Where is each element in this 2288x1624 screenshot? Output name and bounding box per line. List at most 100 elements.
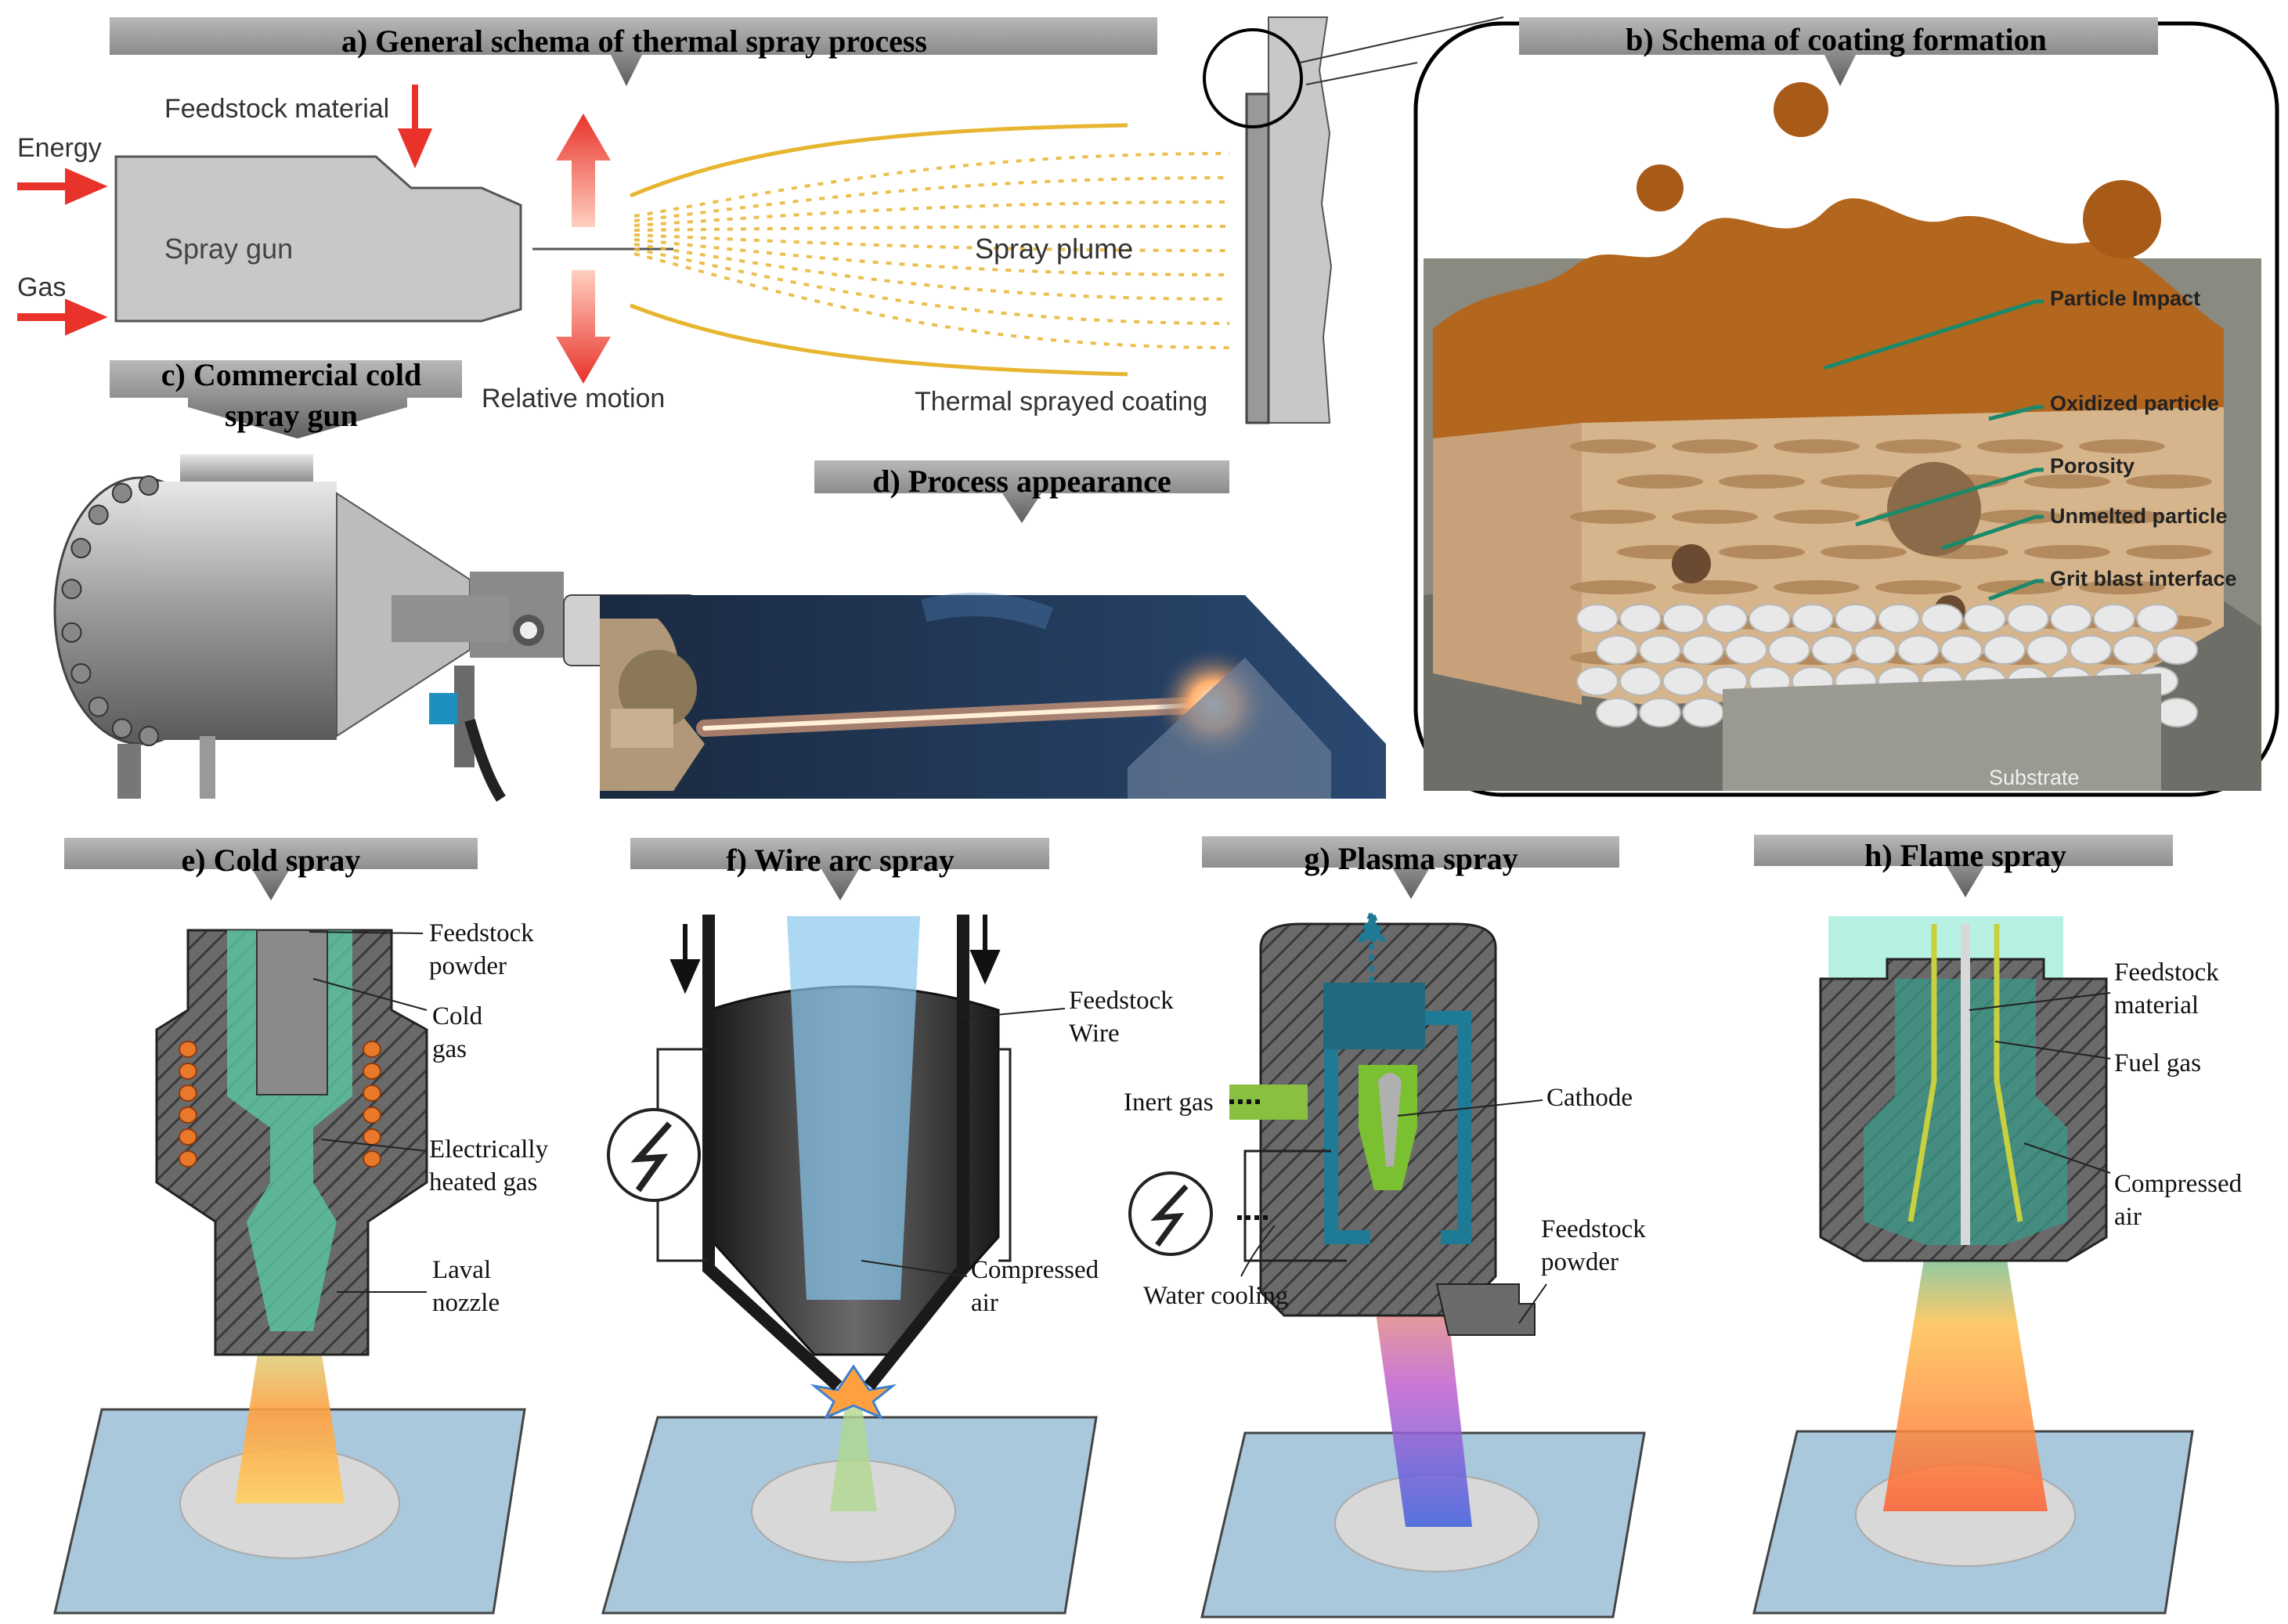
panel-c: c) Commercial cold spray gun	[53, 357, 698, 802]
panel-d-title: d) Process appearance	[872, 464, 1171, 499]
process-appearance-photo	[600, 593, 1386, 799]
heated-gas-label-1: Electrically	[429, 1135, 549, 1164]
water-cooling-label: Water cooling	[1143, 1282, 1288, 1310]
cold-gas-label-1: Cold	[432, 1002, 483, 1030]
thermal-sprayed-coating-label: Thermal sprayed coating	[915, 387, 1207, 417]
cold-spray-leaders	[309, 931, 428, 1293]
oxidized-particle-label: Oxidized particle	[2050, 392, 2219, 415]
spray-gun-label: Spray gun	[164, 233, 293, 265]
cold-spray-gun-photo	[53, 454, 698, 802]
panel-c-title-line2: spray gun	[225, 398, 358, 433]
energy-arrow-icon	[17, 168, 108, 205]
spray-plume-label: Spray plume	[975, 233, 1133, 265]
panel-b: b) Schema of coating formation Particle …	[1413, 17, 2279, 797]
feedstock-wire-label-2: Wire	[1069, 1020, 1120, 1048]
panel-e-title: e) Cold spray	[182, 843, 361, 878]
wire-feed-arrow-right-icon	[969, 915, 1001, 985]
plasma-upper-chamber	[1323, 983, 1425, 1049]
flame-feedstock-material-label-2: material	[2114, 991, 2199, 1020]
wire-arc-air-jet	[787, 916, 920, 1300]
panel-a-title: a) General schema of thermal spray proce…	[341, 23, 927, 59]
wire-arc-flash-icon	[810, 1364, 897, 1420]
panel-b-title: b) Schema of coating formation	[1626, 22, 2047, 57]
coating-illustration	[1424, 82, 2261, 791]
spray-plume	[630, 123, 1230, 377]
grit-blast-interface-label: Grit blast interface	[2050, 567, 2237, 590]
flame-jet	[1883, 1245, 2048, 1511]
zoom-line-top	[1299, 16, 1504, 63]
feedstock-powder-label-2: powder	[429, 952, 507, 980]
panel-d-banner	[814, 460, 1229, 523]
energy-label: Energy	[17, 133, 102, 163]
flame-feedstock-material-label-1: Feedstock	[2114, 958, 2219, 987]
fuel-gas-line-left	[1907, 924, 1937, 1222]
relative-motion-arrows-icon	[556, 114, 611, 384]
panel-e: e) Cold spray Feedstock powder Cold gas …	[53, 838, 549, 1615]
flame-compressed-air-label-1: Compressed	[2114, 1170, 2243, 1198]
panel-h-banner	[1754, 835, 2173, 897]
wire-feed-arrow-left-icon	[669, 924, 701, 994]
zoom-line-bottom	[1305, 62, 1418, 85]
flame-compressed-air-label-2: air	[2114, 1203, 2142, 1231]
plasma-power-source-icon	[1128, 1149, 1347, 1262]
cold-spray-feed-tube	[256, 929, 328, 1095]
panel-g: g) Plasma spray Inert gas Cathode Feedst…	[1124, 836, 1646, 1619]
compressed-air-label-1: Compressed	[971, 1256, 1099, 1284]
flame-leaders	[1969, 992, 2111, 1174]
spray-gun-body	[114, 155, 522, 323]
feedstock-material-label: Feedstock material	[164, 94, 389, 124]
wire-arc-leaders	[861, 1008, 1066, 1277]
unmelted-particle-label: Unmelted particle	[2050, 504, 2228, 528]
plasma-cathode-tip	[1378, 1073, 1402, 1167]
panel-b-banner	[1519, 17, 2158, 86]
panel-f-banner	[630, 838, 1049, 900]
wire-left	[702, 915, 843, 1391]
leader-lines	[1824, 299, 2044, 601]
fuel-gas-line-right	[1994, 924, 2023, 1222]
gas-label: Gas	[17, 272, 66, 302]
particle-impact-label: Particle Impact	[2050, 287, 2200, 310]
plasma-feedstock-powder-label-1: Feedstock	[1541, 1215, 1646, 1243]
panel-h-title: h) Flame spray	[1864, 838, 2066, 873]
plasma-cooling-channel	[1324, 1011, 1471, 1244]
fuel-gas-label: Fuel gas	[2114, 1049, 2201, 1077]
feedstock-powder-label-1: Feedstock	[429, 919, 534, 947]
plasma-leaders	[1240, 1099, 1547, 1324]
cold-spray-jet	[235, 1323, 345, 1503]
panel-f: f) Wire arc spray Feedstock Wire Compres…	[601, 838, 1174, 1615]
gas-arrow-icon	[17, 298, 108, 336]
substrate-wall	[1245, 16, 1333, 424]
panel-c-banner	[110, 360, 462, 438]
wire-arc-spray	[830, 1402, 877, 1511]
feedstock-arrow-icon	[397, 85, 433, 169]
zoom-circle	[1203, 28, 1303, 128]
feedstock-wire-label-1: Feedstock	[1069, 987, 1174, 1015]
plasma-feedstock-powder-label-2: powder	[1541, 1248, 1619, 1276]
laval-nozzle-label-1: Laval	[432, 1256, 491, 1284]
panel-g-title: g) Plasma spray	[1304, 841, 1518, 876]
power-source-icon	[607, 1048, 1012, 1262]
relative-motion-label: Relative motion	[482, 384, 665, 413]
panel-a-banner	[110, 17, 1157, 86]
panel-c-title-line1: c) Commercial cold	[161, 357, 421, 392]
compressed-air-label-2: air	[971, 1289, 998, 1317]
porosity-label: Porosity	[2050, 454, 2135, 478]
heated-gas-label-2: heated gas	[429, 1168, 537, 1196]
cathode-label: Cathode	[1546, 1084, 1633, 1112]
plasma-powder-port	[1435, 1283, 1536, 1336]
laval-nozzle-label-2: nozzle	[432, 1289, 500, 1317]
panel-e-banner	[64, 838, 478, 900]
plasma-exit-arrow-icon	[1357, 905, 1387, 983]
substrate-label: Substrate	[1989, 766, 2080, 789]
cold-gas-label-2: gas	[432, 1035, 467, 1063]
panel-h: h) Flame spray Feedstock material Fuel g…	[1752, 835, 2243, 1615]
heater-coil-left	[179, 1041, 197, 1167]
inert-gas-label: Inert gas	[1124, 1088, 1214, 1117]
panel-g-banner	[1202, 836, 1619, 899]
panel-f-title: f) Wire arc spray	[726, 843, 954, 878]
panel-a: a) General schema of thermal spray proce…	[17, 16, 1504, 424]
heater-coil-right	[363, 1041, 381, 1167]
wire-right	[864, 915, 969, 1390]
panel-d: d) Process appearance	[600, 460, 1386, 799]
